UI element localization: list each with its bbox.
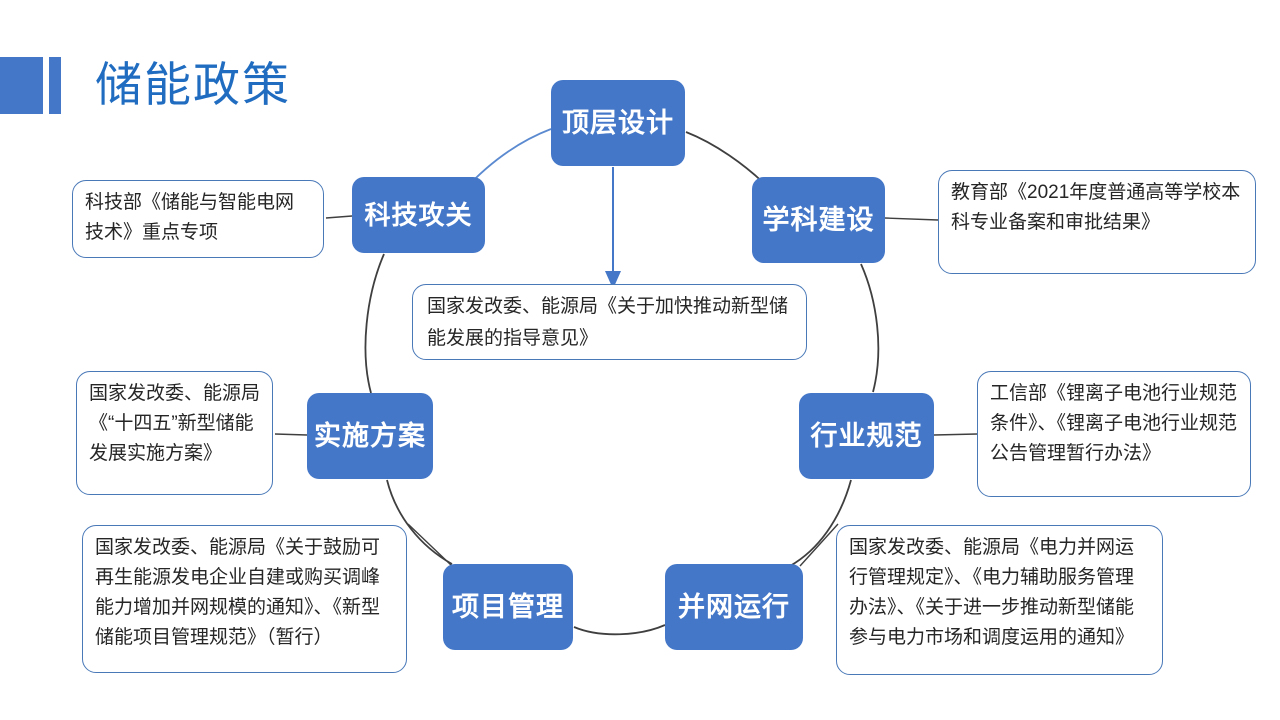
leader-research-caption	[325, 215, 353, 219]
node-discipline[interactable]: 学科建设	[752, 177, 885, 263]
node-top-design[interactable]: 顶层设计	[551, 80, 685, 166]
caption-grid-operation: 国家发改委、能源局《电力并网运行管理规定》、《电力辅助服务管理办法》、《关于进一…	[836, 525, 1163, 675]
leader-industry-caption	[933, 433, 978, 436]
ring-arc-industry-grid	[789, 479, 852, 567]
node-project-management[interactable]: 项目管理	[443, 564, 573, 650]
caption-discipline: 教育部《2021年度普通高等学校本科专业备案和审批结果》	[938, 170, 1256, 274]
ring-arc-project-implement	[386, 479, 453, 565]
leader-discipline-caption	[884, 217, 939, 221]
node-industry-standard[interactable]: 行业规范	[799, 393, 934, 479]
ring-arc-implement-research	[364, 253, 385, 394]
node-implementation-plan[interactable]: 实施方案	[307, 393, 433, 479]
page-title: 储能政策	[95, 58, 291, 111]
leader-project-caption	[407, 523, 453, 567]
title-accent-bar-narrow	[49, 57, 61, 114]
ring-arc-discipline-industry	[860, 263, 880, 393]
leader-implement-caption	[274, 433, 308, 436]
caption-research-breakthrough: 科技部《储能与智能电网技术》重点专项	[72, 180, 324, 258]
caption-implementation-plan: 国家发改委、能源局《“十四五”新型储能发展实施方案》	[76, 371, 273, 495]
title-accent-bar-wide	[0, 57, 43, 114]
node-grid-operation[interactable]: 并网运行	[665, 564, 803, 650]
ring-arc-grid-project	[573, 624, 666, 636]
caption-project-management: 国家发改委、能源局《关于鼓励可再生能源发电企业自建或购买调峰能力增加并网规模的通…	[82, 525, 407, 673]
leader-grid-caption	[799, 523, 839, 567]
caption-center-policy: 国家发改委、能源局《关于加快推动新型储能发展的指导意见》	[412, 284, 807, 360]
node-research-breakthrough[interactable]: 科技攻关	[352, 177, 485, 253]
caption-industry-standard: 工信部《锂离子电池行业规范条件》、《锂离子电池行业规范公告管理暂行办法》	[977, 371, 1251, 497]
